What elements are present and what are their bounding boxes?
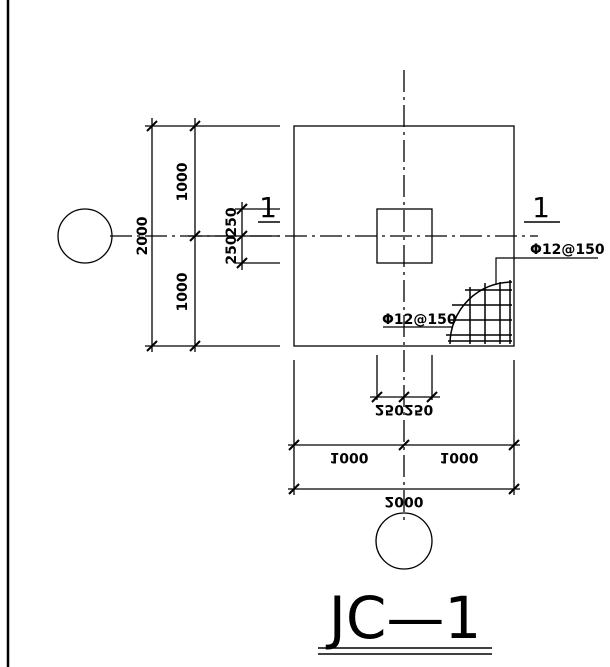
- rebar-label-right: Φ12@150: [530, 242, 605, 258]
- dim-pier-upper: 250: [224, 207, 240, 236]
- axis-bubble-bottom: [375, 512, 433, 570]
- dim-bottom-left: 1000: [330, 449, 369, 465]
- dim-top-half: 1000: [175, 162, 191, 201]
- dim-bottom-right: 1000: [440, 449, 479, 465]
- drawing-title: JC—1: [326, 584, 482, 652]
- rebar-label-inner: Φ12@150: [382, 312, 457, 328]
- dim-bottom-pier: 250250: [375, 401, 434, 417]
- dim-pier-lower: 250: [224, 235, 240, 264]
- dim-total-vertical: 2000: [135, 216, 151, 255]
- dim-bottom-half: 1000: [175, 272, 191, 311]
- section-mark-right: 1: [532, 191, 550, 224]
- section-mark-left: 1: [259, 191, 277, 224]
- dim-bottom-total: 2000: [385, 493, 424, 509]
- axis-bubble-left: [57, 208, 113, 264]
